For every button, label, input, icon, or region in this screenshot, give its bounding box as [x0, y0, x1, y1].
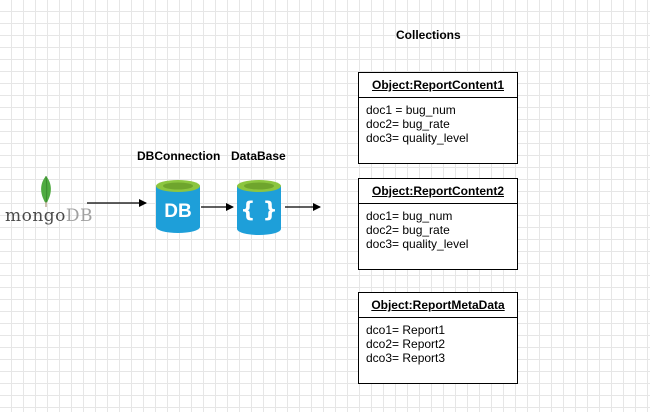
object-fields: doc1 = bug_num doc2= bug_rate doc3= qual… — [359, 98, 517, 145]
collections-label: Collections — [396, 28, 461, 42]
object-fields: dco1= Report1 dco2= Report2 dco3= Report… — [359, 318, 517, 365]
object-title: Object:ReportContent2 — [359, 179, 517, 204]
mongodb-leaf-icon — [41, 175, 51, 207]
object-field: dco1= Report1 — [366, 323, 446, 337]
mongodb-wordmark: mongoDB — [5, 206, 93, 226]
document-database-icon: { } — [236, 178, 282, 236]
wordmark-mongo: mongo — [5, 206, 66, 226]
object-box-report-content1: Object:ReportContent1 doc1 = bug_num doc… — [358, 72, 518, 164]
object-field: doc3= quality_level — [366, 237, 469, 251]
object-title: Object:ReportContent1 — [359, 73, 517, 98]
dbconnection-label: DBConnection — [137, 149, 221, 163]
object-box-report-content2: Object:ReportContent2 doc1= bug_num doc2… — [358, 178, 518, 270]
sql-database-icon: DB — [155, 178, 201, 234]
object-title: Object:ReportMetaData — [359, 293, 517, 318]
mongodb-logo: mongoDB — [5, 175, 93, 226]
object-field: doc3= quality_level — [366, 131, 469, 145]
wordmark-db: DB — [65, 206, 94, 226]
object-field: dco2= Report2 — [366, 337, 446, 351]
object-field: doc1 = bug_num — [366, 103, 456, 117]
braces-glyph: { } — [240, 198, 278, 222]
object-fields: doc1= bug_num doc2= bug_rate doc3= quali… — [359, 204, 517, 251]
object-field: dco3= Report3 — [366, 351, 446, 365]
object-box-report-metadata: Object:ReportMetaData dco1= Report1 dco2… — [358, 292, 518, 384]
object-field: doc2= bug_rate — [366, 223, 450, 237]
object-field: doc1= bug_num — [366, 209, 453, 223]
database-label: DataBase — [231, 149, 286, 163]
db-glyph: DB — [164, 201, 192, 222]
object-field: doc2= bug_rate — [366, 117, 450, 131]
